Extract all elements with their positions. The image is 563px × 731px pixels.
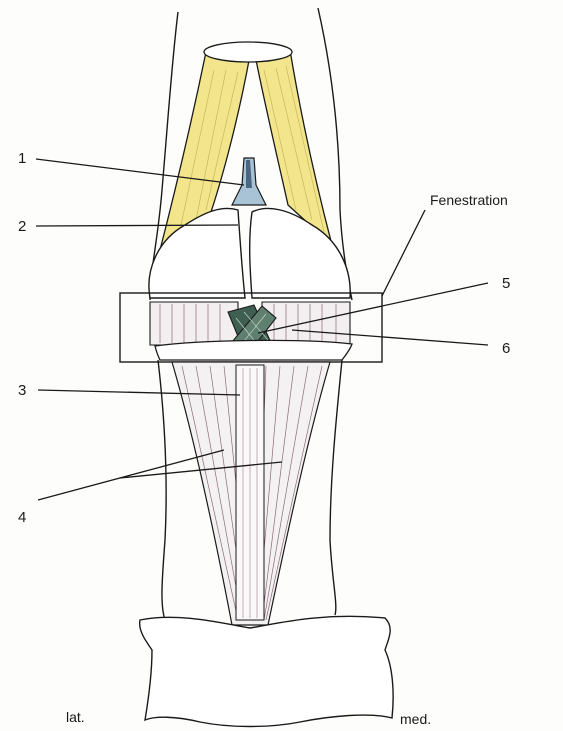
label-6: 6 — [502, 340, 510, 357]
femur-condyle-medial — [250, 208, 350, 298]
lower-leg-outline-right — [330, 360, 342, 615]
lower-leg-outline-left — [158, 360, 166, 620]
label-4: 4 — [18, 509, 26, 526]
leader-fenestration — [382, 210, 425, 296]
label-2: 2 — [18, 218, 26, 235]
leader-4a — [38, 450, 224, 500]
label-medial: med. — [400, 711, 431, 727]
tendon-top-cap — [204, 42, 292, 62]
label-3: 3 — [18, 382, 26, 399]
label-1: 1 — [18, 150, 26, 167]
tibia-plateau — [155, 340, 352, 360]
lower-bone — [140, 616, 394, 726]
upper-tendons — [160, 42, 332, 250]
label-lateral: lat. — [66, 709, 85, 725]
label-fenestration: Fenestration — [430, 192, 508, 208]
femur-condyle-lateral — [149, 208, 245, 298]
label-5: 5 — [502, 275, 510, 292]
